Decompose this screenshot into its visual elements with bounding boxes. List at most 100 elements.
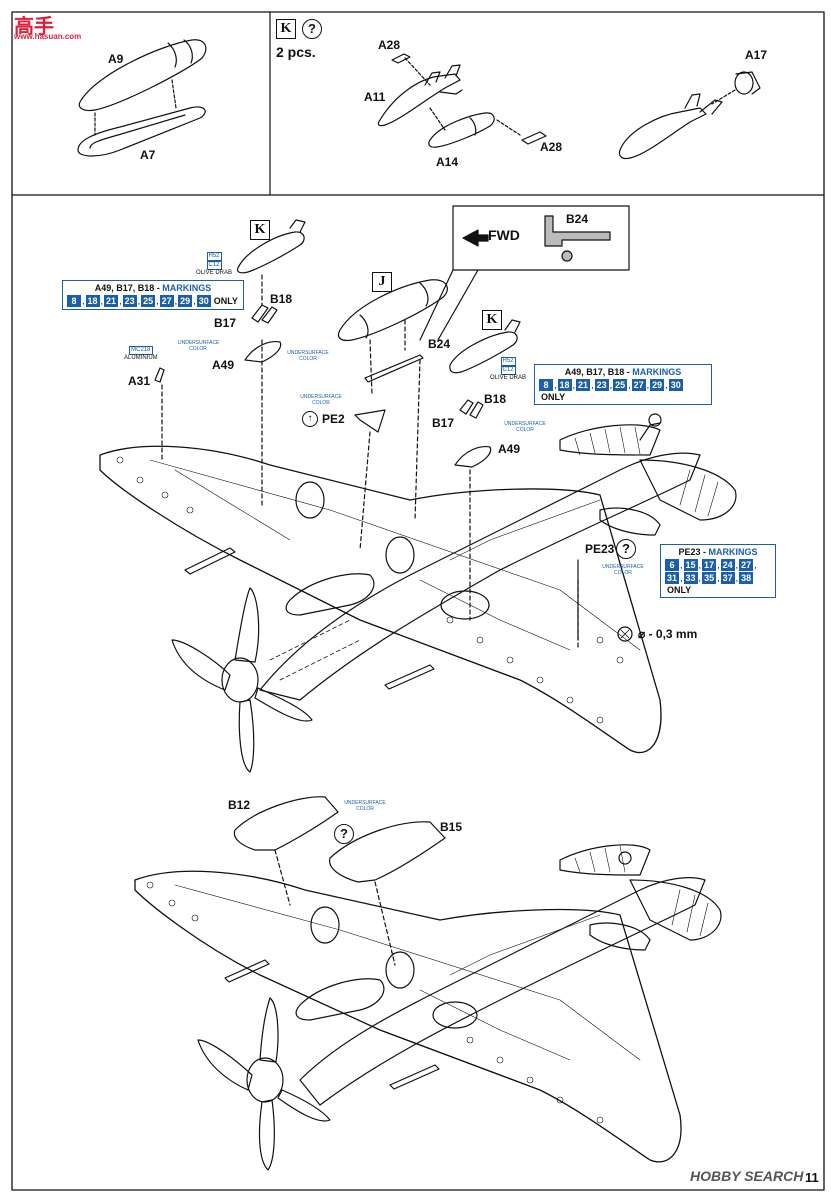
markings-separator: , [100, 296, 104, 306]
lower-aircraft [134, 844, 722, 1171]
label-pe2: PE2 [322, 412, 345, 426]
paint-code-h52-left: H52 [206, 252, 222, 261]
page-frame [11, 11, 825, 1191]
main-aircraft-upper [99, 413, 737, 773]
markings-separator: , [680, 573, 683, 583]
marking-number: 31 [665, 572, 680, 584]
marking-number: 24 [720, 559, 735, 571]
label-a11: A11 [364, 90, 386, 104]
markings-separator: , [572, 380, 576, 390]
markings-separator: , [82, 296, 85, 306]
markings-title-right: A49, B17, B18 - MARKINGS [564, 367, 682, 377]
markings-box-pe23: PE23 - MARKINGS 6,15,17,24,27,31,33,35,3… [660, 544, 776, 598]
label-b12: B12 [228, 798, 251, 812]
underside-color-2: UNDERSURFACE COLOR [287, 350, 329, 362]
label-drill: ⌀ - 0,3 mm [638, 627, 698, 641]
question-icon-top: ? [302, 19, 322, 39]
marking-number: 15 [683, 559, 698, 571]
label-b24-inset: B24 [566, 212, 589, 226]
markings-separator: , [735, 560, 739, 570]
markings-separator: , [717, 560, 720, 570]
panel-b12 [233, 796, 339, 906]
marking-number: 29 [178, 295, 193, 307]
label-a49-right: A49 [498, 442, 521, 456]
pylon-left [244, 274, 282, 506]
paint-callout-a31: MC218 ALUMINIUM [124, 346, 158, 362]
bomb-k-right [449, 319, 521, 374]
label-a31: A31 [128, 374, 151, 388]
marking-number: 25 [141, 295, 156, 307]
markings-title-left: A49, B17, B18 - MARKINGS [94, 283, 212, 293]
markings-only: ONLY [213, 296, 238, 306]
marking-number: 23 [594, 379, 609, 391]
label-pe23: PE23 [585, 542, 615, 556]
drop-tank-a9 [78, 39, 207, 112]
underside-color-4: UNDERSURFACE COLOR [504, 421, 546, 433]
rack-pe2-b24 [354, 354, 424, 551]
markings-separator: , [137, 296, 141, 306]
marking-number: 30 [668, 379, 683, 391]
watermark-logo: 高手 [14, 16, 54, 38]
underside-color-5: UNDERSURFACE COLOR [602, 564, 644, 576]
paint-callout-left-bomb: H52 C12 OLIVE DRAB [196, 252, 232, 277]
label-a49-left: A49 [212, 358, 235, 372]
page-number: 11 [805, 1170, 819, 1185]
underside-color-1: UNDERSURFACE COLOR [178, 340, 220, 352]
paint-name-right: OLIVE DRAB [490, 375, 527, 381]
marking-number: 17 [702, 559, 717, 571]
markings-only: ONLY [541, 392, 566, 402]
label-a7: A7 [140, 148, 156, 162]
markings-separator: , [554, 380, 557, 390]
question-icon-lower: ? [334, 824, 354, 844]
markings-separator: , [646, 380, 650, 390]
bomb-letter-k-top: K [276, 19, 296, 39]
label-b17-right: B17 [432, 416, 455, 430]
inset-fwd-box [419, 205, 630, 341]
paint-name-aluminium: ALUMINIUM [124, 355, 158, 361]
markings-separator: , [665, 380, 668, 390]
label-a14: A14 [436, 155, 459, 169]
marking-number: 21 [104, 295, 119, 307]
bomb-a14 [428, 107, 521, 148]
rack-a7 [77, 79, 206, 157]
marking-number: 37 [720, 572, 735, 584]
markings-only: ONLY [667, 585, 692, 595]
question-icon-pe23: ? [616, 539, 636, 559]
label-fwd: FWD [488, 227, 520, 243]
marking-number: 30 [196, 295, 211, 307]
paint-code-c12-left: C12 [206, 261, 222, 270]
markings-separator: , [174, 296, 178, 306]
bomb-letter-k-left: K [250, 220, 270, 240]
marking-number: 8 [539, 379, 553, 391]
bomb-a17 [618, 71, 761, 160]
underside-color-3: UNDERSURFACE COLOR [300, 394, 342, 406]
watermark-site: www.hasuan.com [14, 32, 82, 41]
marking-number: 27 [739, 559, 754, 571]
paint-code-c12-right: C12 [500, 366, 516, 375]
markings-separator: , [735, 573, 739, 583]
paint-code-mc218: MC218 [129, 346, 153, 355]
markings-separator: , [754, 560, 757, 570]
pylon-right [454, 399, 492, 621]
paint-code-h52-right: H52 [500, 357, 516, 366]
bomb-letter-j: J [372, 272, 392, 292]
marking-number: 18 [85, 295, 100, 307]
part-a31 [154, 367, 165, 461]
marking-number: 21 [576, 379, 591, 391]
marking-number: 29 [650, 379, 665, 391]
label-a28-top: A28 [378, 38, 401, 52]
marking-number: 35 [702, 572, 717, 584]
drill-symbol [617, 626, 633, 642]
label-b24-main: B24 [428, 337, 451, 351]
markings-separator: , [698, 560, 702, 570]
marking-number: 8 [67, 295, 81, 307]
label-b15: B15 [440, 820, 463, 834]
quantity-label: 2 pcs. [276, 44, 316, 60]
marking-number: 38 [739, 572, 754, 584]
marking-number: 27 [631, 379, 646, 391]
markings-separator: , [156, 296, 159, 306]
